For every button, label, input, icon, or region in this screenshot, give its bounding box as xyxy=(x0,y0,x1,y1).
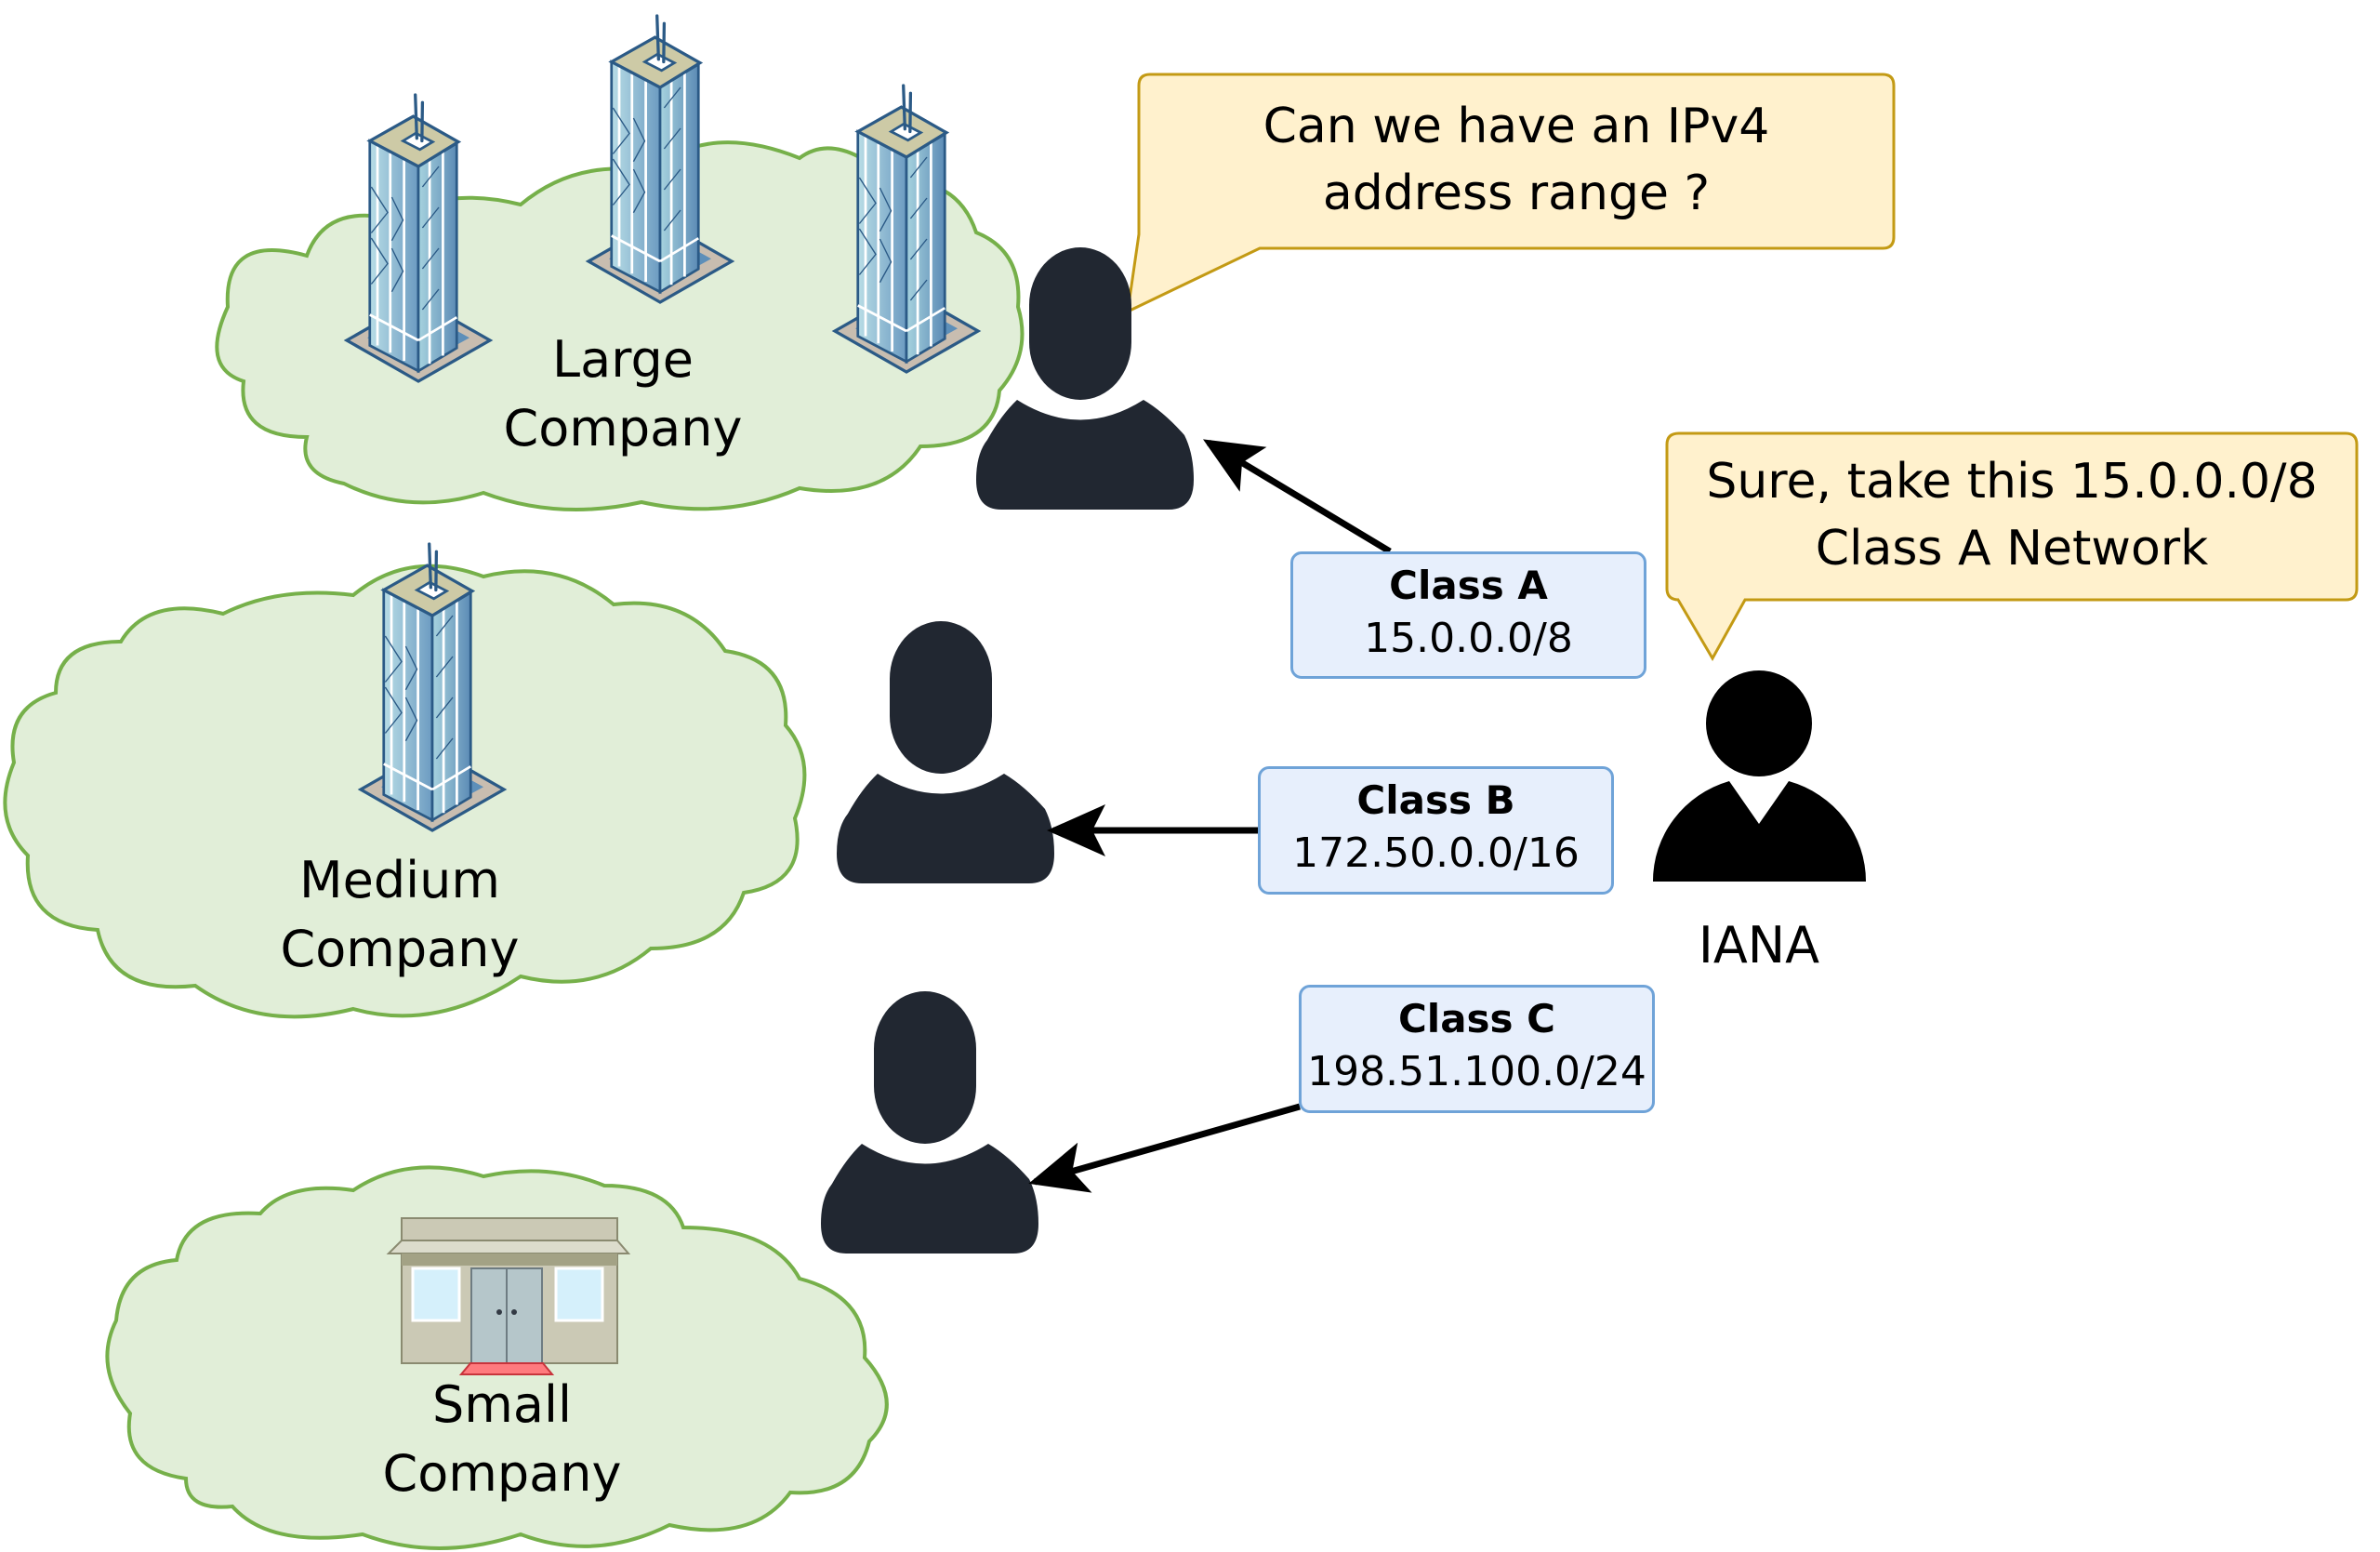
shop-icon xyxy=(386,1217,631,1375)
class-b-allocation-box: Class B 172.50.0.0/16 xyxy=(1258,766,1614,895)
iana-label: IANA xyxy=(1698,916,1820,975)
request-bubble-line2: address range ? xyxy=(1322,166,1711,221)
large-company-label-line1: Large xyxy=(552,330,694,389)
iana-bubble-text: Sure, take this 15.0.0.0/8 Class A Netwo… xyxy=(1667,448,2357,582)
medium-company-user-icon xyxy=(837,621,1054,883)
iana-bubble-line2: Class A Network xyxy=(1815,521,2209,577)
class-a-arrow xyxy=(1202,439,1392,555)
request-speech-bubble xyxy=(1126,73,1896,314)
class-c-allocation-box: Class C 198.51.100.0/24 xyxy=(1299,985,1655,1113)
medium-company-label: Medium Company xyxy=(214,846,586,984)
class-c-arrow xyxy=(1028,1103,1301,1193)
small-company-label-line2: Company xyxy=(382,1444,622,1503)
small-company-label-line1: Small xyxy=(432,1375,572,1434)
medium-company-label-line1: Medium xyxy=(299,851,500,909)
class-c-cidr: 198.51.100.0/24 xyxy=(1307,1048,1646,1095)
small-company-user-icon xyxy=(821,991,1038,1254)
class-b-cidr: 172.50.0.0/16 xyxy=(1292,829,1580,877)
request-bubble-text: Can we have an IPv4 address range ? xyxy=(1139,93,1894,227)
class-b-name: Class B xyxy=(1356,777,1515,823)
large-company-label: Large Company xyxy=(437,325,809,463)
class-c-name: Class C xyxy=(1397,996,1555,1041)
medium-company-label-line2: Company xyxy=(280,920,520,978)
iana-speech-bubble xyxy=(1665,431,2359,662)
class-a-cidr: 15.0.0.0/8 xyxy=(1364,615,1573,662)
iana-person-icon xyxy=(1652,670,1867,882)
small-company-label: Small Company xyxy=(316,1371,688,1508)
class-a-name: Class A xyxy=(1389,563,1548,608)
class-a-allocation-box: Class A 15.0.0.0/8 xyxy=(1290,551,1646,679)
iana-bubble-line1: Sure, take this 15.0.0.0/8 xyxy=(1706,454,2318,510)
request-bubble-line1: Can we have an IPv4 xyxy=(1263,99,1770,154)
large-company-label-line2: Company xyxy=(503,399,743,458)
